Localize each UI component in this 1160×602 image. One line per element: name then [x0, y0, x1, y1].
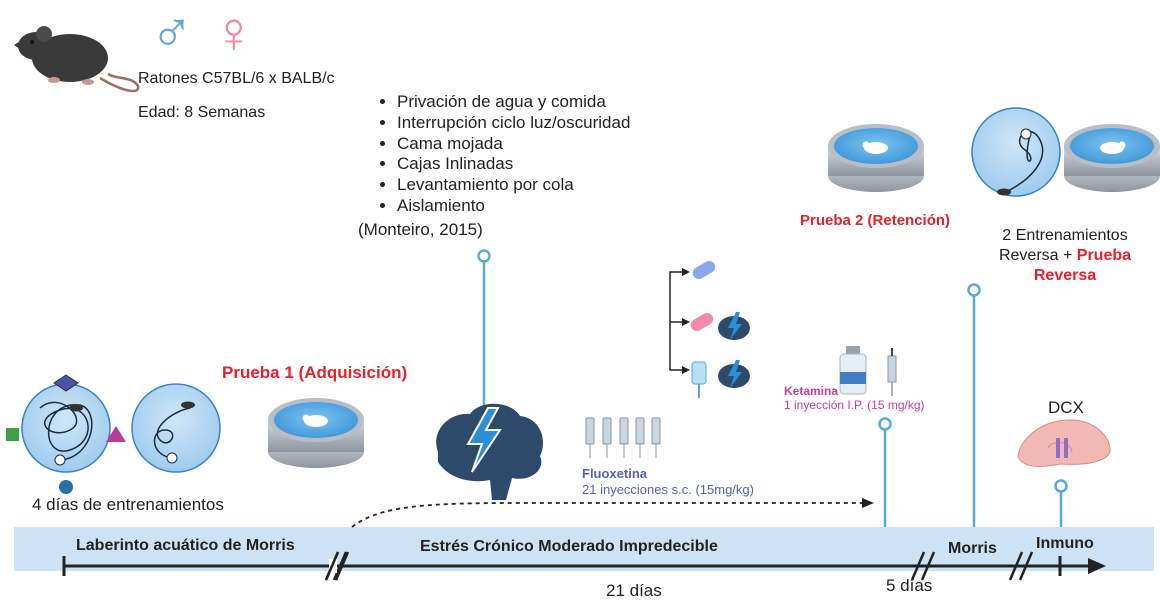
- test1-label: Prueba 1 (Adquisición): [222, 363, 408, 382]
- timeline-stress: Estrés Crónico Moderado Impredecible: [420, 538, 718, 555]
- reversal-line2-prefix: Reversa +: [998, 247, 1077, 264]
- stem-stress: [477, 249, 491, 420]
- stressor-item: Privación de agua y comida: [397, 92, 630, 113]
- ketamine-vial-icon: [839, 346, 867, 395]
- stressor-item: Cajas Inlinadas: [397, 154, 630, 175]
- cue-circle: [59, 480, 73, 494]
- age-label: Edad: 8 Semanas: [138, 104, 266, 121]
- fluoxetine-dashed-arrow: [351, 502, 862, 528]
- maze-arena-reversal: [971, 107, 1061, 197]
- stressor-list: Privación de agua y comida Interrupción …: [372, 92, 630, 217]
- stem-ketamine: [878, 417, 892, 527]
- ketamine-name: Ketamina: [784, 384, 839, 398]
- water-tank-test1: [268, 398, 364, 468]
- dcx-label: DCX: [1048, 398, 1084, 417]
- timeline-morris: Morris: [948, 540, 997, 557]
- axis-break-2: [910, 551, 936, 581]
- mouse-icon: [14, 26, 140, 93]
- stressor-item: Levantamiento por cola: [397, 175, 630, 196]
- stressor-item: Interrupción ciclo luz/oscuridad: [397, 113, 630, 134]
- reversal-label: 2 Entrenamientos Reversa + Prueba Revers…: [990, 226, 1140, 286]
- female-symbol: ♀: [212, 0, 256, 65]
- reversal-line3: Reversa: [1033, 267, 1097, 284]
- water-tank-reversal: [1064, 124, 1160, 192]
- water-tank-test2: [828, 124, 924, 192]
- axis-break-3: [1008, 551, 1034, 581]
- timeline-21-days: 21 días: [606, 581, 662, 600]
- timeline-band: [14, 527, 1154, 571]
- stress-brain-icon: [436, 403, 544, 500]
- brain-stress-icon-2: [718, 312, 750, 340]
- mice-strain-label: Ratones C57BL/6 x BALB/c: [138, 70, 335, 87]
- fluoxetine-name: Fluoxetina: [582, 466, 648, 481]
- reversal-line2-red: Prueba: [1076, 247, 1132, 264]
- maze-arena-training-1: [21, 383, 111, 473]
- timeline-morris-maze: Laberinto acuático de Morris: [76, 537, 295, 554]
- training-days-label: 4 días de entrenamientos: [32, 495, 224, 514]
- axis-arrowhead: [1088, 558, 1106, 574]
- iv-bag-icon: [691, 361, 707, 398]
- timeline-immuno: Inmuno: [1036, 535, 1094, 552]
- citation: (Monteiro, 2015): [358, 220, 483, 239]
- reversal-line2: Reversa + Prueba: [990, 246, 1140, 266]
- syringes-icon: [585, 417, 661, 458]
- test2-label: Prueba 2 (Retención): [800, 212, 951, 229]
- male-symbol: ♂: [150, 0, 194, 65]
- hippocampus-icon: [1017, 419, 1111, 467]
- reversal-line1: 2 Entrenamientos: [1002, 227, 1128, 244]
- cue-diamond: [53, 374, 79, 392]
- stem-morris: [967, 283, 981, 527]
- stem-immuno: [1054, 479, 1068, 527]
- ketamine-syringe-icon: [887, 348, 897, 396]
- brain-stress-icon-3: [718, 360, 750, 388]
- ketamine-dose: 1 inyección I.P. (15 mg/kg): [784, 398, 925, 412]
- capsule-fluoxetine-icon: [690, 313, 714, 331]
- stressor-item: Cama mojada: [397, 134, 630, 155]
- timeline-5-days: 5 días: [886, 576, 933, 595]
- stressor-item: Aislamiento: [397, 196, 630, 217]
- fluoxetine-dose: 21 inyecciones s.c. (15mg/kg): [582, 482, 754, 497]
- cue-triangle: [106, 426, 126, 442]
- maze-arena-training-2: [131, 383, 221, 473]
- cue-square: [6, 428, 19, 441]
- treatment-branches: [669, 271, 682, 371]
- capsule-vehicle-icon: [692, 261, 716, 279]
